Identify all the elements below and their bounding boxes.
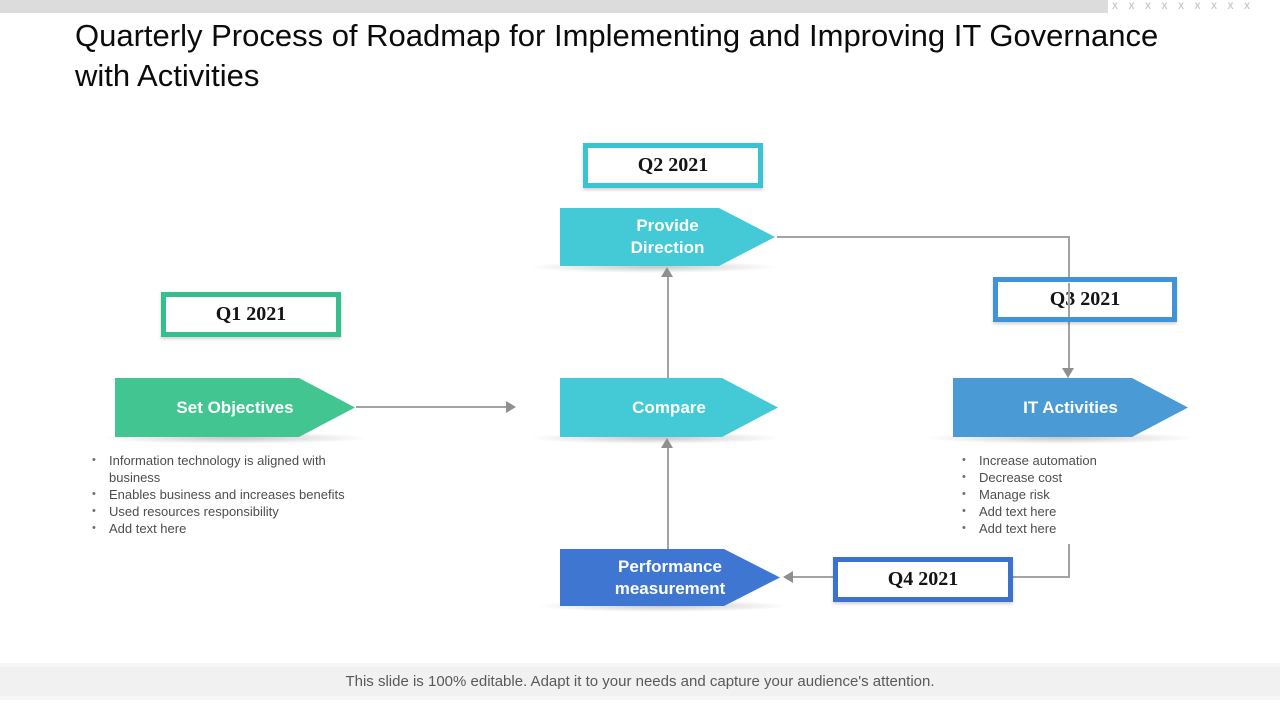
step-label-performance-measurement: Performance measurement <box>614 556 726 598</box>
watermark-text: X X X X X X X X X <box>1111 1 1254 11</box>
milestone-box-q2: Q2 2021 <box>583 143 763 188</box>
milestone-label-q1: Q1 2021 <box>215 303 287 325</box>
step-label-provide-direction: Provide Direction <box>630 216 705 257</box>
list-item: Manage risk <box>960 486 1170 503</box>
list-item: Information technology is aligned with b… <box>90 452 358 486</box>
step-arrow-performance-measurement: Performance measurement <box>560 549 780 606</box>
footer-bar: This slide is 100% editable. Adapt it to… <box>0 663 1280 700</box>
it-activities-activity-list: Increase automation Decrease cost Manage… <box>960 452 1170 537</box>
step-arrow-provide-direction: Provide Direction <box>560 208 775 266</box>
milestone-label-q4: Q4 2021 <box>887 568 959 590</box>
connector-through-q3-box <box>1068 283 1070 317</box>
connector-set-objectives-to-compare <box>356 406 508 408</box>
connector-provide-direction-horizontal <box>777 236 1070 238</box>
list-item: Increase automation <box>960 452 1170 469</box>
milestone-label-q3: Q3 2021 <box>1049 288 1121 310</box>
step-arrow-compare: Compare <box>560 378 778 437</box>
list-item: Add text here <box>90 520 358 537</box>
slide-title: Quarterly Process of Roadmap for Impleme… <box>75 18 1159 93</box>
step-arrow-set-objectives: Set Objectives <box>115 378 355 437</box>
arrowhead-up-icon <box>661 438 673 448</box>
milestone-box-q1: Q1 2021 <box>161 292 341 337</box>
milestone-box-q3: Q3 2021 <box>993 277 1177 322</box>
connector-compare-to-provide-direction <box>667 275 669 378</box>
set-objectives-activity-list: Information technology is aligned with b… <box>90 452 358 537</box>
top-accent-bar <box>0 0 1108 13</box>
list-item: Enables business and increases benefits <box>90 486 358 503</box>
arrowhead-left-icon <box>783 571 793 583</box>
step-label-set-objectives: Set Objectives <box>176 397 294 417</box>
milestone-box-q4: Q4 2021 <box>833 557 1013 602</box>
step-label-compare: Compare <box>632 397 706 417</box>
list-item: Decrease cost <box>960 469 1170 486</box>
list-item: Add text here <box>960 503 1170 520</box>
connector-it-activities-down <box>1068 544 1070 578</box>
footer-note: This slide is 100% editable. Adapt it to… <box>0 667 1280 696</box>
connector-performance-to-compare <box>667 447 669 549</box>
step-label-it-activities: IT Activities <box>1023 397 1118 417</box>
list-item: Used resources responsibility <box>90 503 358 520</box>
milestone-label-q2: Q2 2021 <box>637 154 709 176</box>
step-arrow-it-activities: IT Activities <box>953 378 1188 437</box>
arrowhead-up-icon <box>661 267 673 277</box>
arrowhead-right-icon <box>506 401 516 413</box>
list-item: Add text here <box>960 520 1170 537</box>
arrowhead-down-icon <box>1062 368 1074 378</box>
